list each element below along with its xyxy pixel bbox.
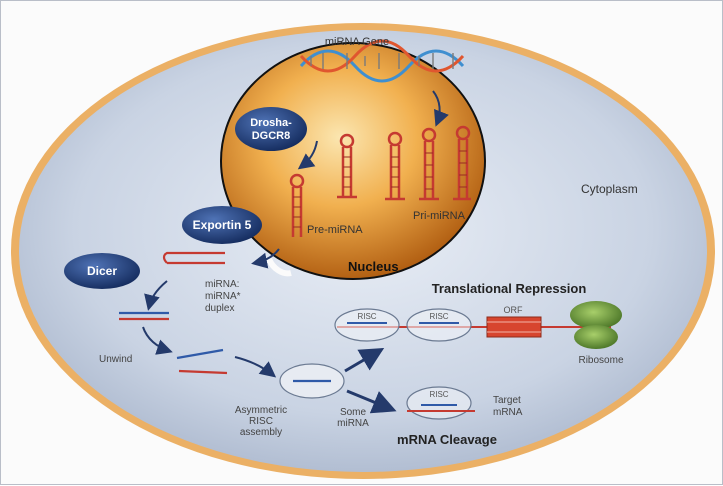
translational-repression-title: Translational Repression: [432, 281, 587, 296]
drosha-dgcr8-complex: [235, 107, 307, 151]
pre-mirna-label: Pre-miRNA: [307, 224, 363, 236]
nucleus-label: Nucleus: [348, 259, 399, 274]
duplex-label-line3: duplex: [205, 303, 234, 314]
risc-b-label: RISC: [429, 312, 448, 321]
target-label-line2: mRNA: [493, 407, 523, 418]
risc-a-label: RISC: [357, 312, 376, 321]
mature-label-line2: miRNA: [337, 418, 369, 429]
duplex-label-line2: miRNA*: [205, 291, 241, 302]
drosha-label-line1: Drosha-: [250, 117, 292, 129]
dicer-label: Dicer: [87, 264, 117, 278]
orf-label: ORF: [504, 305, 524, 315]
nucleus: [221, 43, 485, 279]
target-label-line1: Target: [493, 395, 521, 406]
orf-segment: [487, 317, 541, 337]
asym-label-line2: RISC: [249, 416, 273, 427]
unwind-label: Unwind: [99, 354, 132, 365]
mature-label-line1: Some: [340, 407, 367, 418]
mrna-cleavage-title: mRNA Cleavage: [397, 432, 497, 447]
pri-mirna-label: Pri-miRNA: [413, 210, 466, 222]
asym-label-line3: assembly: [240, 427, 282, 438]
gene-label: miRNA Gene: [325, 36, 389, 48]
duplex-label-line1: miRNA:: [205, 279, 239, 290]
ribosome-label: Ribosome: [578, 355, 623, 366]
exportin-label: Exportin 5: [193, 218, 252, 232]
risc-c-label: RISC: [429, 390, 448, 399]
asym-label-line1: Asymmetric: [235, 405, 287, 416]
drosha-label-line2: DGCR8: [252, 130, 291, 142]
cytoplasm-label: Cytoplasm: [581, 182, 638, 196]
